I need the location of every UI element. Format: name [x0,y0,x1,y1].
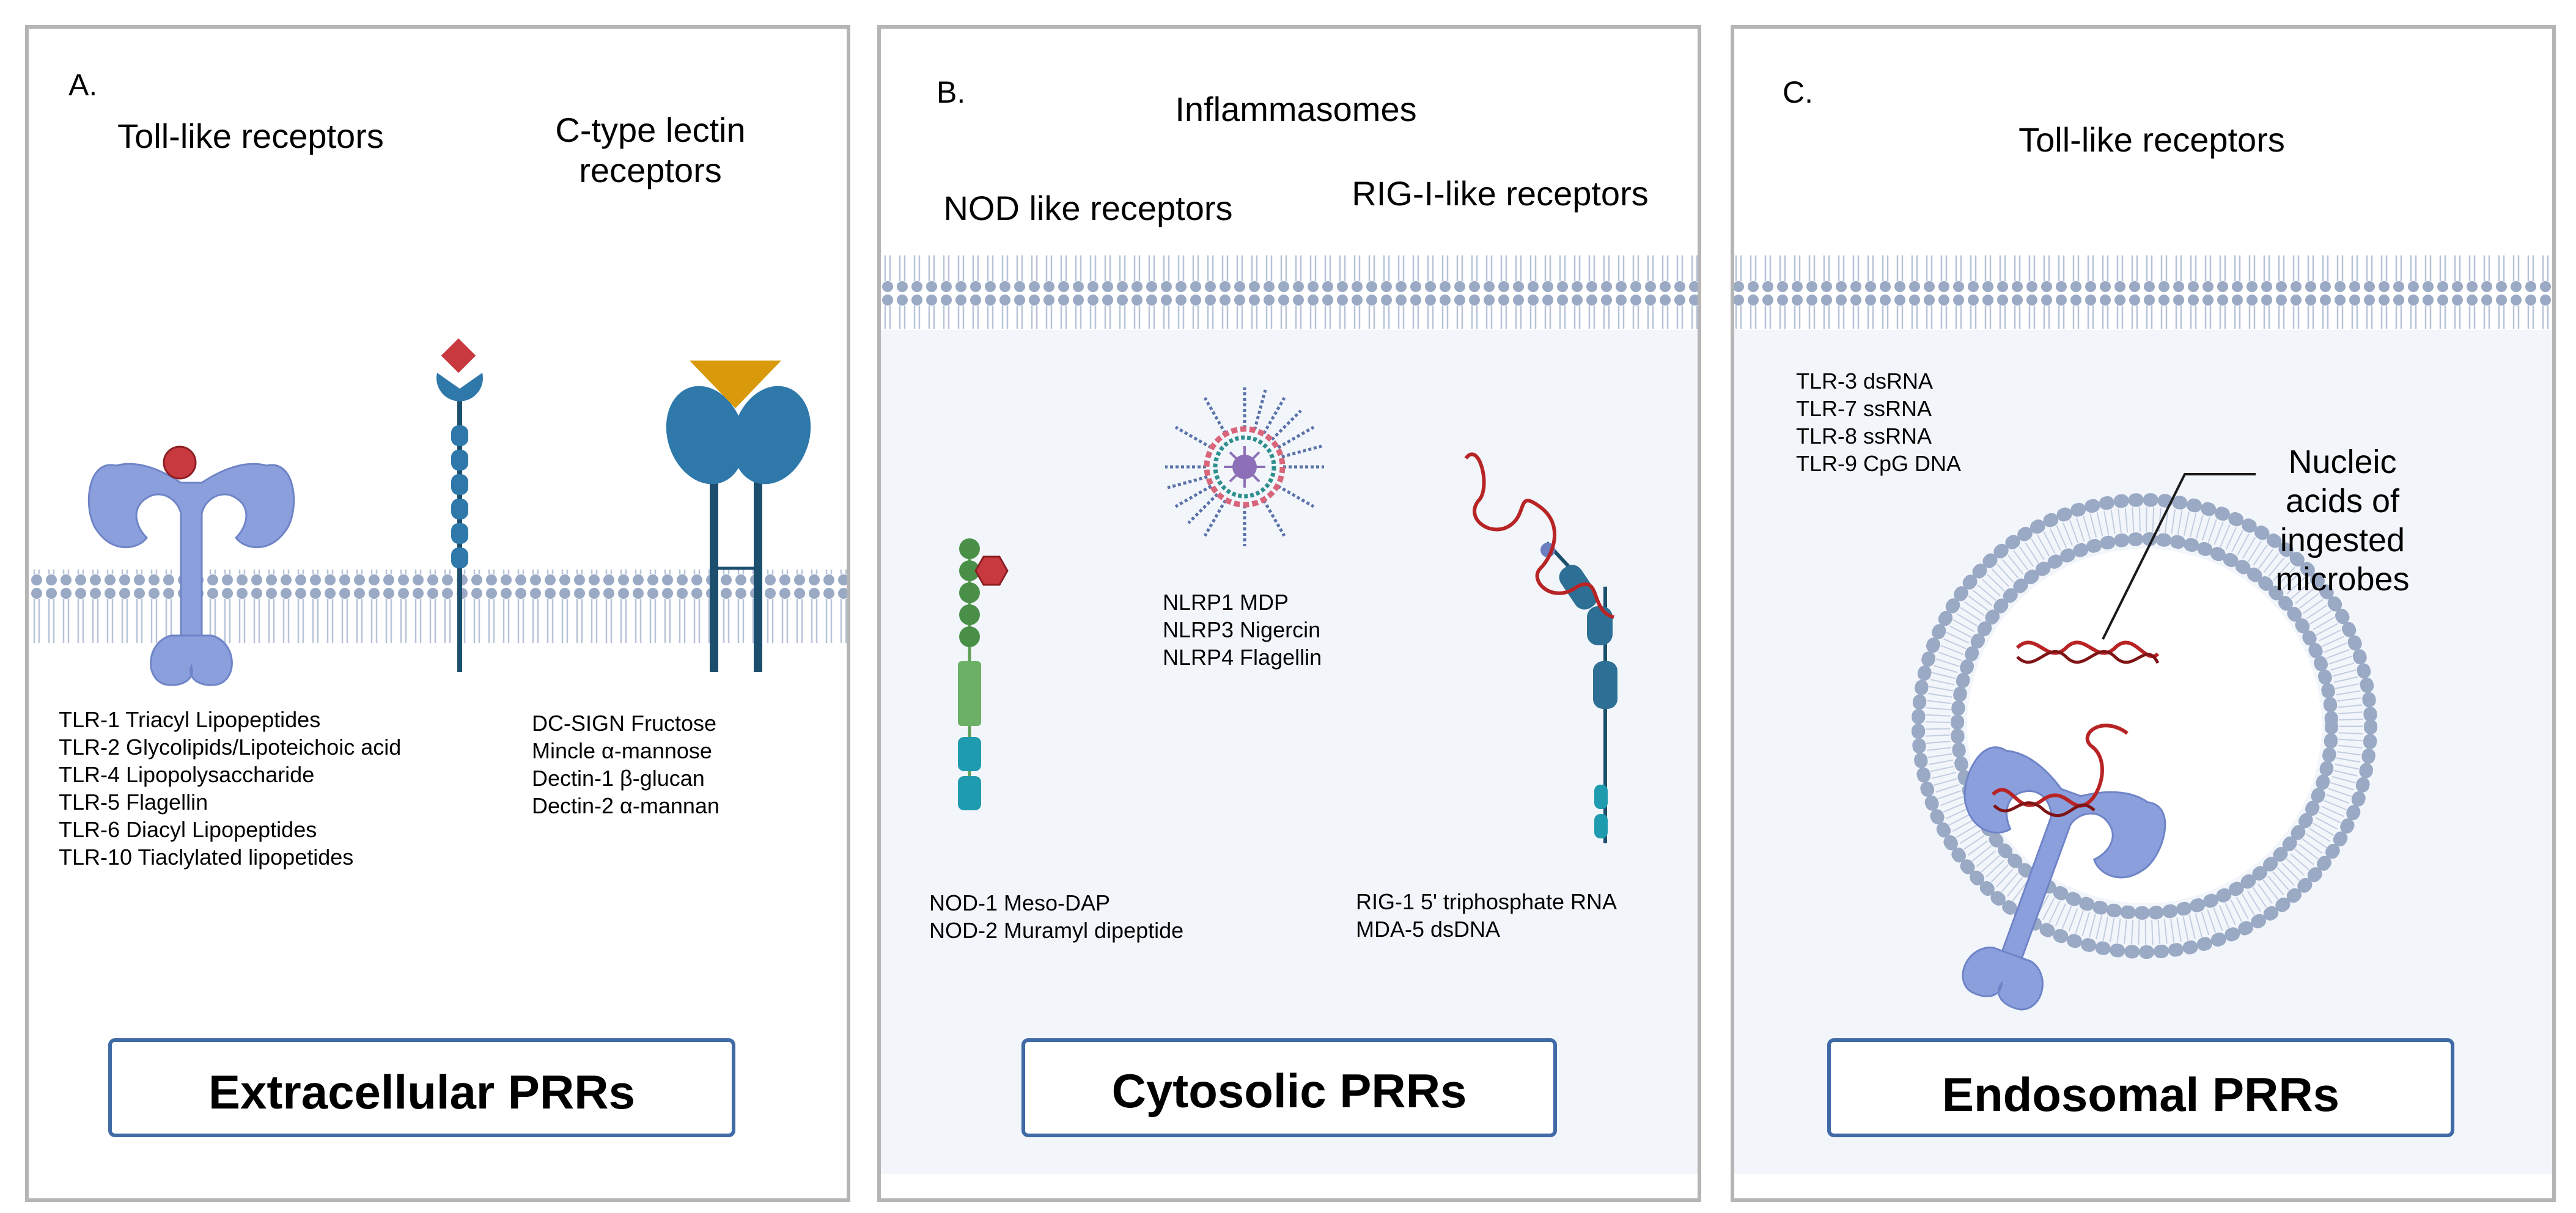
nod-ligand-list: NOD-1 Meso-DAP NOD-2 Muramyl dipeptide [929,890,1183,943]
nlrp-ligand-list: NLRP1 MDP NLRP3 Nigercin NLRP4 Flagellin [1163,590,1322,670]
nucleic-label-line: Nucleic [2288,444,2396,480]
nod-ligand-item: NOD-1 Meso-DAP [929,890,1110,915]
tlr-ligand-item: TLR-6 Diacyl Lipopeptides [59,817,317,842]
clr-dimer-receptor-icon [666,361,811,672]
rig-rna-strand-icon [1464,452,1614,619]
nod-title: NOD like receptors [943,189,1232,227]
clr-title-line1: C-type lectin [555,111,745,149]
rig-receptor-icon [1464,452,1617,843]
clr-title-line2: receptors [579,151,721,189]
endosomal-tlr-icon [1962,746,2166,1011]
tlr-ligand-list-a: TLR-1 Triacyl Lipopeptides TLR-2 Glycoli… [59,707,401,870]
clr-ligand-item: Dectin-2 α-mannan [532,793,719,818]
endosomal-title-box [1827,1038,2454,1137]
tlr-ligand-item: TLR-5 Flagellin [59,790,208,815]
tlr-ligand-item: TLR-1 Triacyl Lipopeptides [59,707,320,732]
tlr-ligand-item: TLR-4 Lipopolysaccharide [59,762,314,787]
plasma-membrane-c [1734,255,2552,329]
endosomal-tlr-ligand-item: TLR-3 dsRNA [1796,368,1933,394]
panel-a: A. Toll-like receptors C-type lectin rec… [25,25,850,1202]
panel-b-letter: B. [937,75,965,109]
tlr-receptor-icon [87,445,295,686]
tlr-ligand-item: TLR-10 Tiaclylated lipopetides [59,845,353,870]
clr-ligand-item: Mincle α-mannose [532,738,712,763]
nucleic-label-line: ingested [2280,522,2405,559]
clr-ligand-item: DC-SIGN Fructose [532,711,716,736]
endosomal-tlr-ligand-list: TLR-3 dsRNA TLR-7 ssRNA TLR-8 ssRNA TLR-… [1796,368,1961,476]
endosomal-title: Endosomal PRRs [1942,1068,2339,1121]
cytosolic-title-box [1021,1038,1557,1137]
panel-c-letter: C. [1783,75,1813,109]
endosomal-tlr-ligand-item: TLR-7 ssRNA [1796,396,1932,421]
endosomal-tlr-ligand-item: TLR-8 ssRNA [1796,423,1932,449]
panel-a-letter: A. [68,68,97,102]
rig-title: RIG-I-like receptors [1352,174,1648,213]
panel-c: C. Toll-like receptors TLR-3 dsRNA TLR-7… [1731,25,2556,1202]
clr-ligand-list: DC-SIGN Fructose Mincle α-mannose Dectin… [532,711,719,818]
clr-chain-receptor-icon [436,338,483,672]
inflammasomes-title: Inflammasomes [1175,90,1416,128]
nlrp-ligand-item: NLRP3 Nigercin [1163,617,1320,642]
nlrp-ligand-item: NLRP4 Flagellin [1163,645,1322,670]
inflammasome-icon [1165,387,1324,546]
endosomal-tlr-ligand-item: TLR-9 CpG DNA [1796,451,1961,476]
clr-ligand-triangle-icon [690,361,781,408]
rig-ligand-item: MDA-5 dsDNA [1356,917,1500,942]
nucleic-acids-label: Nucleic acids of ingested microbes [2275,444,2409,598]
cytosol-region [881,330,1698,1174]
rig-ligand-item: RIG-1 5' triphosphate RNA [1356,889,1617,914]
rig-ligand-list: RIG-1 5' triphosphate RNA MDA-5 dsDNA [1356,889,1617,942]
nod-ligand-item: NOD-2 Muramyl dipeptide [929,918,1183,943]
nucleic-acid-icon [2015,640,2160,664]
extracellular-title-box [108,1038,735,1137]
tlr-ligand-item: TLR-2 Glycolipids/Lipoteichoic acid [59,735,401,760]
plasma-membrane-b [881,255,1698,329]
nucleic-label-line: acids of [2286,483,2400,519]
clr-ligand-item: Dectin-1 β-glucan [532,766,705,791]
tlr-title-c: Toll-like receptors [2018,120,2285,159]
tlr-bound-nucleic-acid-icon [1991,724,2129,808]
nucleic-callout-line [2102,473,2256,640]
nucleic-label-line: microbes [2275,561,2409,598]
extracellular-title: Extracellular PRRs [208,1065,635,1119]
panel-b: B. Inflammasomes NOD like receptors RIG-… [877,25,1701,1202]
tlr-bound-nucleic-acid-strand2 [1993,801,2096,818]
nod-receptor-icon [958,538,1009,810]
tlr-ligand-icon [163,445,197,480]
cytosolic-title: Cytosolic PRRs [1112,1064,1467,1118]
clr-ligand-diamond-icon [441,338,476,373]
plasma-membrane-a [29,570,847,643]
tlr-title-a: Toll-like receptors [117,117,384,155]
nlrp-ligand-item: NLRP1 MDP [1163,590,1289,615]
nod-ligand-hexagon-icon [974,555,1009,586]
